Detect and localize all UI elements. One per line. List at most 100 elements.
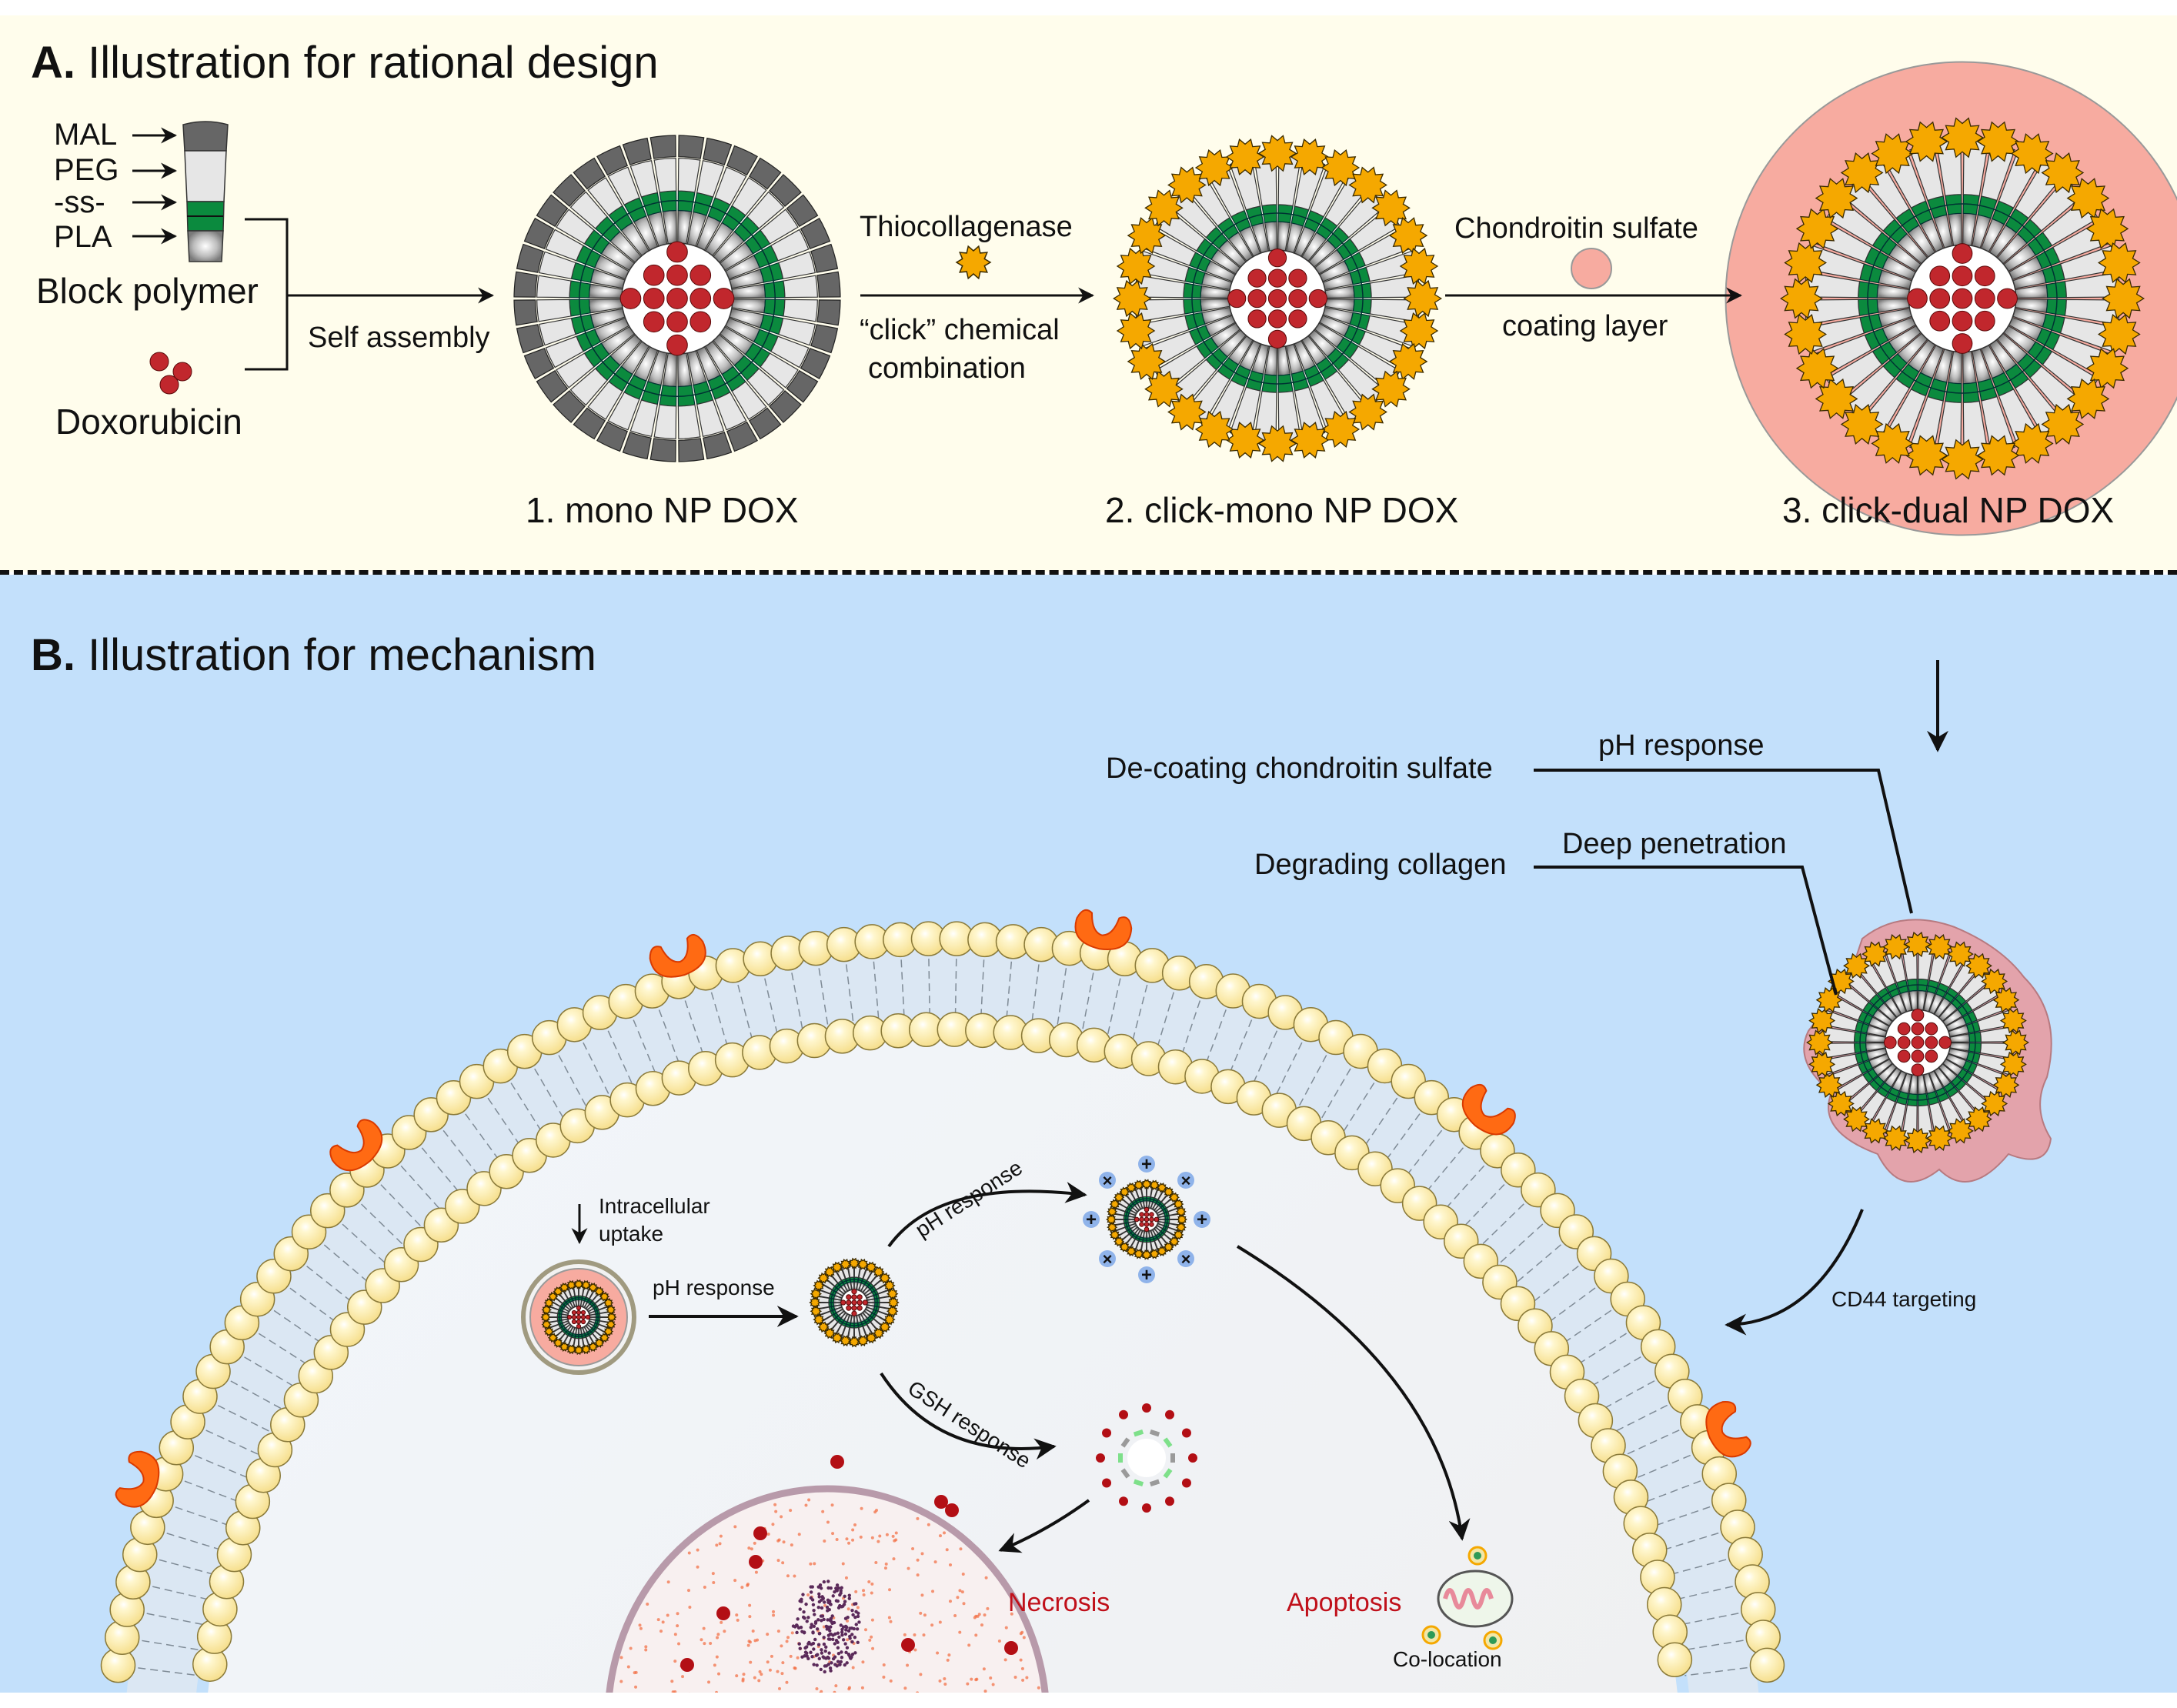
thiocollagenase-enzyme [580, 1279, 592, 1290]
chromatin-dot [892, 1557, 896, 1561]
chromatin-dot [772, 1610, 776, 1613]
thiocollagenase-enzyme [1992, 987, 2020, 1013]
chromatin-dot [719, 1534, 723, 1538]
np-charge-reversed [1106, 1179, 1187, 1260]
thiocollagenase-enzyme [1133, 1179, 1144, 1190]
chromatin-dot [922, 1633, 926, 1637]
dox-molecule [1925, 1022, 1938, 1036]
dox-molecule [1911, 1049, 1925, 1063]
chromatin-dot [980, 1699, 983, 1702]
chromatin-dot [709, 1641, 713, 1645]
chromatin-dot [713, 1663, 716, 1667]
thiocollagenase-enzyme [1290, 138, 1330, 176]
chromatin-dot [639, 1626, 643, 1630]
chromatin-dot [919, 1673, 923, 1676]
chromatin-dot [976, 1614, 980, 1618]
chromatin-dot [974, 1678, 978, 1682]
click-chemistry-label-2: combination [868, 352, 1026, 385]
peg-segment [569, 191, 608, 229]
nucleolus-dot [800, 1597, 803, 1601]
dox-molecule [1139, 1212, 1144, 1217]
thiocollagenase-enzyme [1113, 279, 1152, 318]
chromatin-dot [882, 1675, 886, 1679]
chromatin-dot [982, 1667, 986, 1671]
thiocollagenase-enzyme [865, 1261, 877, 1273]
thiocollagenase-enzyme [1125, 1182, 1137, 1193]
lipid-tail [163, 1502, 235, 1529]
np-decoated [809, 1257, 900, 1348]
dox-molecule [689, 264, 712, 286]
chromatin-dot [696, 1565, 700, 1569]
chromatin-dot [702, 1626, 706, 1630]
thiocollagenase-enzyme [1871, 422, 1915, 464]
chromatin-dot [846, 1607, 850, 1611]
thiocollagenase-enzyme [606, 1312, 617, 1323]
mal-segment [800, 218, 831, 250]
nucleolus-dot [823, 1670, 826, 1674]
cd44-receptor [1074, 909, 1133, 950]
peg-block [184, 150, 227, 202]
chromatin-dot [815, 1687, 819, 1691]
chromatin-dot [916, 1703, 919, 1706]
nucleolus-dot [804, 1602, 808, 1606]
thiocollagenase-enzyme [883, 1279, 896, 1292]
peg-segment [536, 275, 572, 299]
mal-segment [678, 135, 705, 159]
nucleolus-dot [856, 1640, 860, 1645]
thiocollagenase-enzyme [2066, 378, 2110, 419]
nucleolus-dot [807, 1640, 811, 1645]
nucleolus-dot [816, 1643, 821, 1646]
nucleolus-dot [818, 1631, 822, 1636]
ss-bond-ring [830, 1279, 878, 1326]
thiocollagenase-enzyme [839, 1258, 852, 1270]
nucleolus-dot [843, 1600, 847, 1603]
lipid-tail [1227, 1008, 1257, 1079]
mal-segment [596, 421, 629, 452]
dox-molecule [585, 1314, 591, 1320]
ph-response-label-1: pH response [653, 1276, 775, 1299]
self-assembly-label: Self assembly [308, 322, 490, 354]
chromatin-dot [834, 1684, 838, 1688]
nucleolus-dot [853, 1635, 857, 1640]
nucleolus-dot [826, 1600, 830, 1605]
dox-molecule [1247, 289, 1267, 309]
lipid-tail [1179, 989, 1205, 1061]
nucleolus-dot [791, 1624, 796, 1628]
dox-molecule [1288, 309, 1307, 329]
dox-molecule [1134, 1216, 1140, 1223]
nucleolus-dot [812, 1647, 816, 1651]
chromatin-dot [867, 1580, 871, 1583]
nucleolus-dot [822, 1642, 826, 1646]
chromatin-dot [1020, 1666, 1024, 1670]
chromatin-dot [874, 1693, 877, 1696]
nucleolus-dot [843, 1663, 846, 1667]
lipid-tail [155, 1529, 228, 1553]
lipid-tail [194, 1424, 264, 1458]
chromatin-dot [782, 1540, 786, 1544]
dox-molecule [1883, 1036, 1897, 1049]
lipid-tail [1460, 1175, 1514, 1231]
dox-molecule [856, 1305, 863, 1311]
nucleolus-dot [841, 1638, 846, 1642]
thiocollagenase-enzyme [1119, 1186, 1130, 1197]
chromatin-dot [750, 1547, 753, 1551]
chromatin-dot [681, 1675, 685, 1679]
released-dox [749, 1555, 763, 1569]
nucleolus-dot [830, 1661, 833, 1665]
chromatin-dot [778, 1705, 781, 1708]
nucleolus-dot [820, 1648, 823, 1652]
peg-segment [696, 160, 725, 198]
polymer-fragment [1163, 1468, 1173, 1479]
chromatin-dot [717, 1672, 721, 1676]
lipid-tail [1512, 1236, 1571, 1286]
nucleolus-dot [821, 1655, 825, 1659]
nucleolus-dot [811, 1603, 816, 1606]
lipid-tail [1621, 1424, 1691, 1457]
released-dox [945, 1503, 959, 1517]
thiocollagenase-enzyme [886, 1306, 899, 1317]
nucleolus-dot [810, 1623, 813, 1626]
chromatin-dot [835, 1538, 839, 1542]
chromatin-dot [659, 1630, 663, 1633]
nucleolus-dot [812, 1624, 816, 1629]
